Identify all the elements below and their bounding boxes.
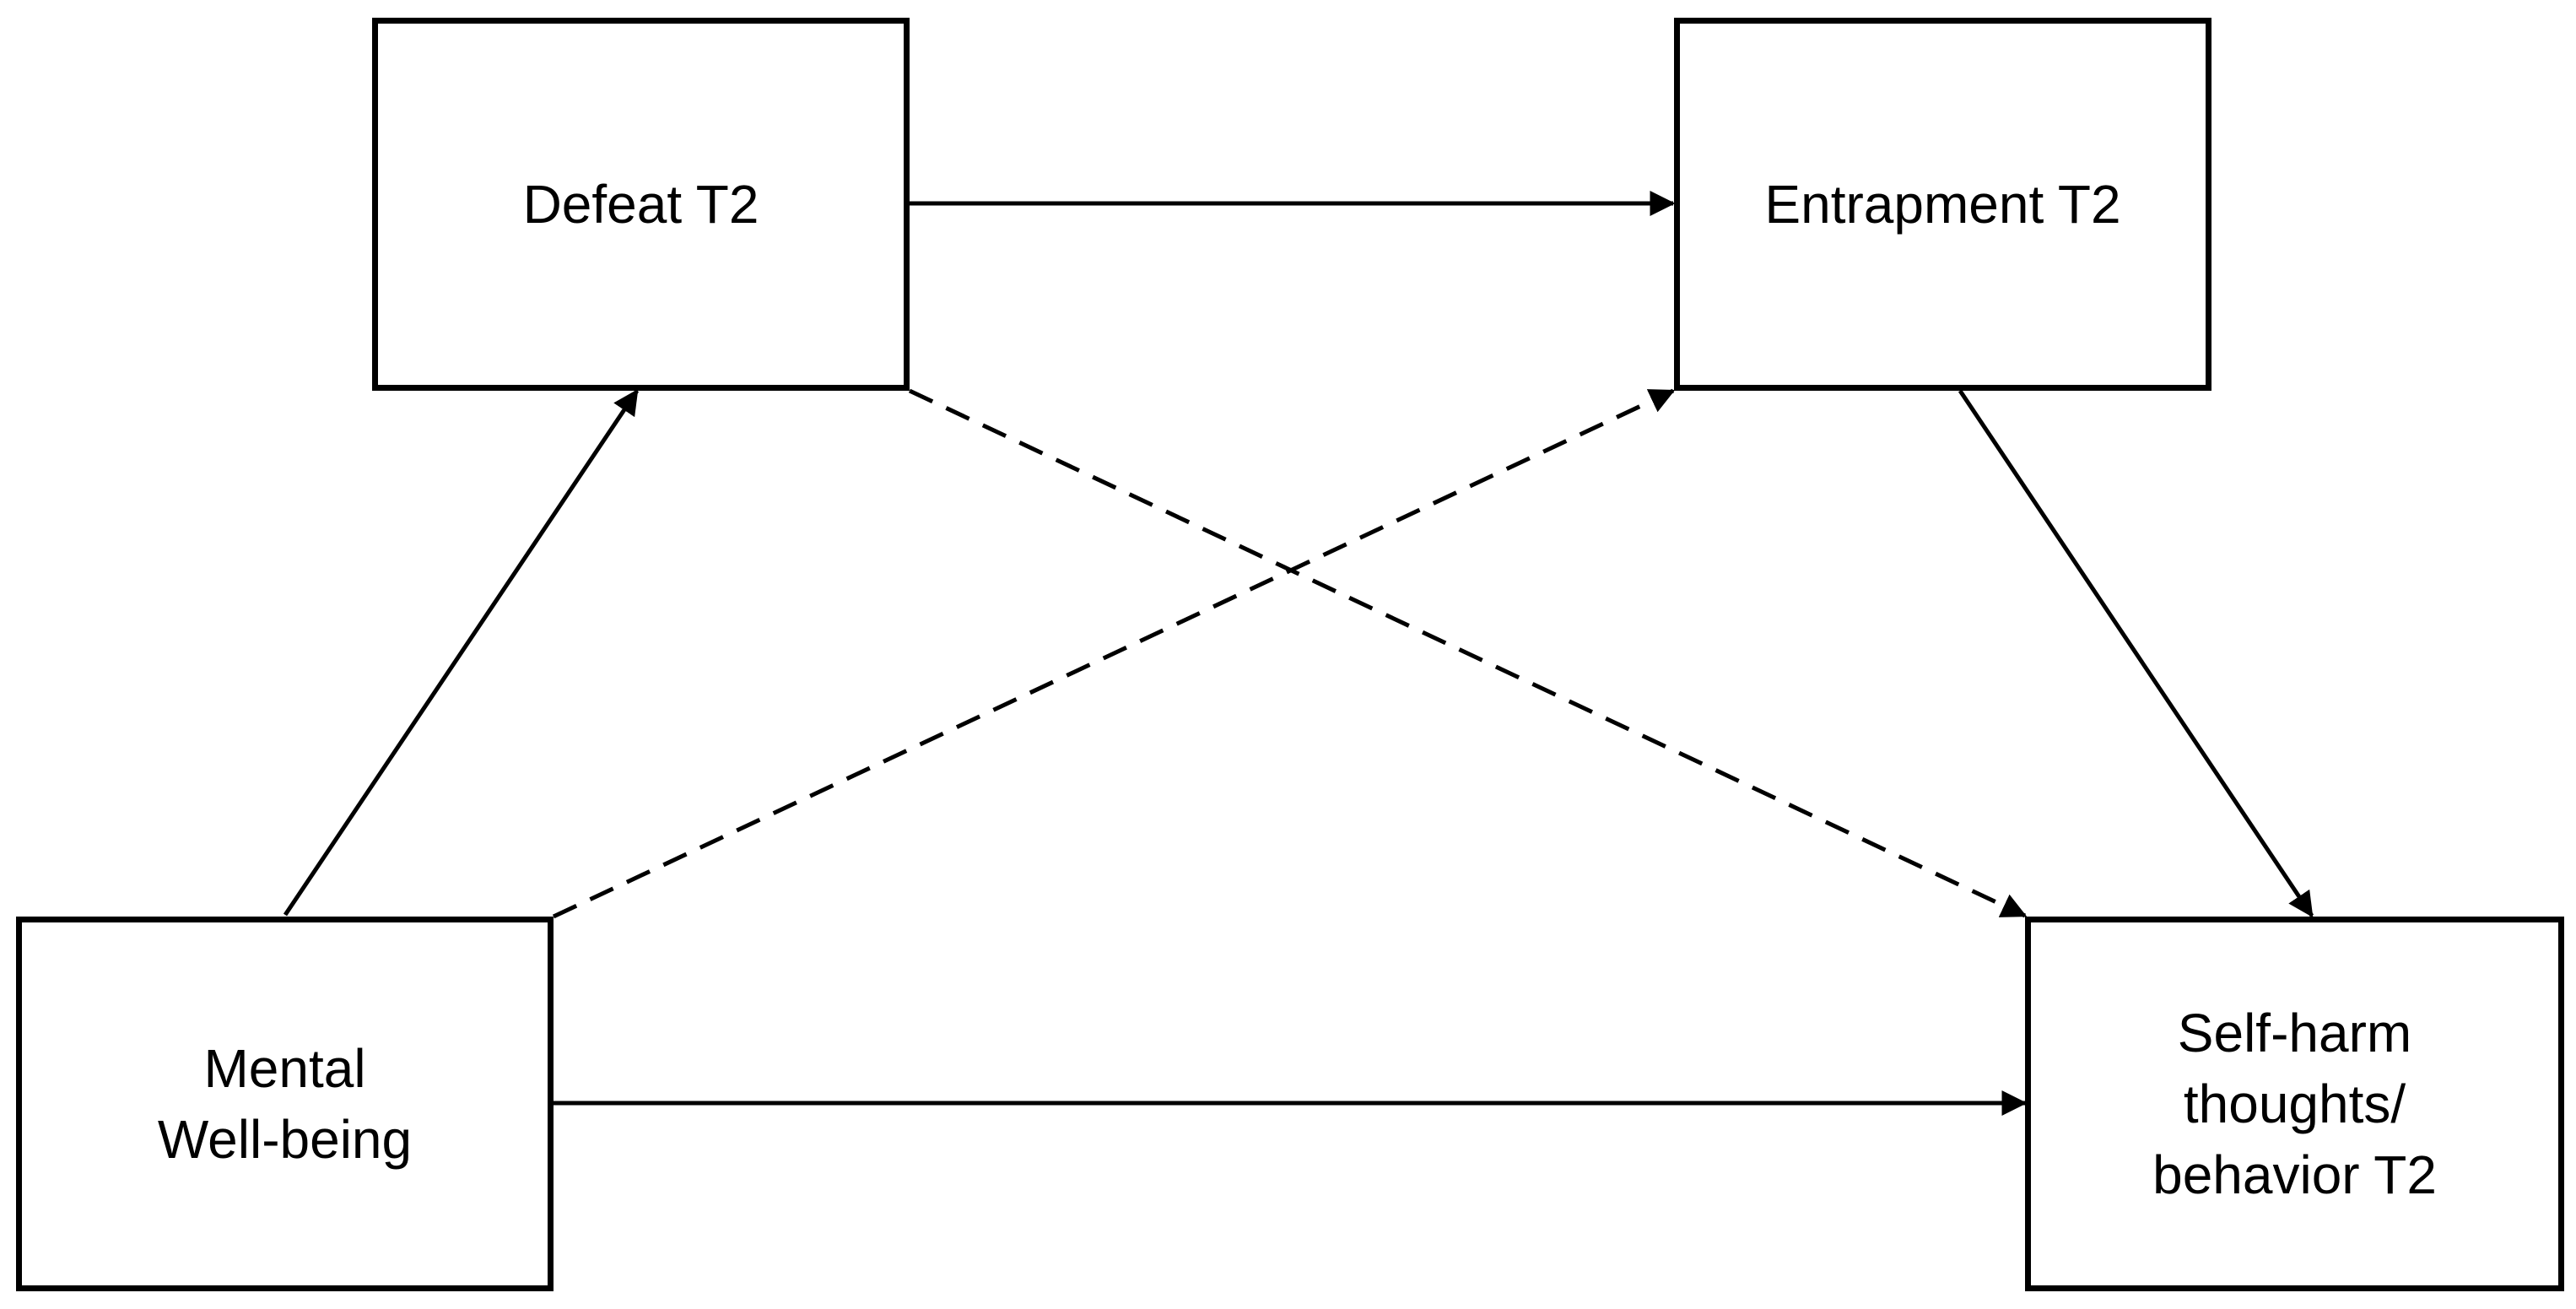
- node-defeat: Defeat T2: [372, 18, 910, 391]
- edge-entrapment-to-selfharm: [1958, 389, 2314, 918]
- node-defeat-label: Defeat T2: [522, 174, 759, 235]
- node-entrapment: Entrapment T2: [1674, 18, 2211, 391]
- edge-wellbeing-to-defeat: [283, 388, 640, 917]
- node-self-harm-label: Self-harm thoughts/ behavior T2: [2152, 1003, 2437, 1205]
- edge-wellbeing-to-entrapment: [552, 388, 1676, 919]
- node-entrapment-label: Entrapment T2: [1764, 174, 2121, 235]
- node-mental-wellbeing: Mental Well-being: [16, 917, 554, 1291]
- node-mental-wellbeing-label: Mental Well-being: [157, 1038, 413, 1170]
- node-self-harm: Self-harm thoughts/ behavior T2: [2025, 917, 2564, 1291]
- edge-defeat-to-selfharm: [908, 388, 2028, 918]
